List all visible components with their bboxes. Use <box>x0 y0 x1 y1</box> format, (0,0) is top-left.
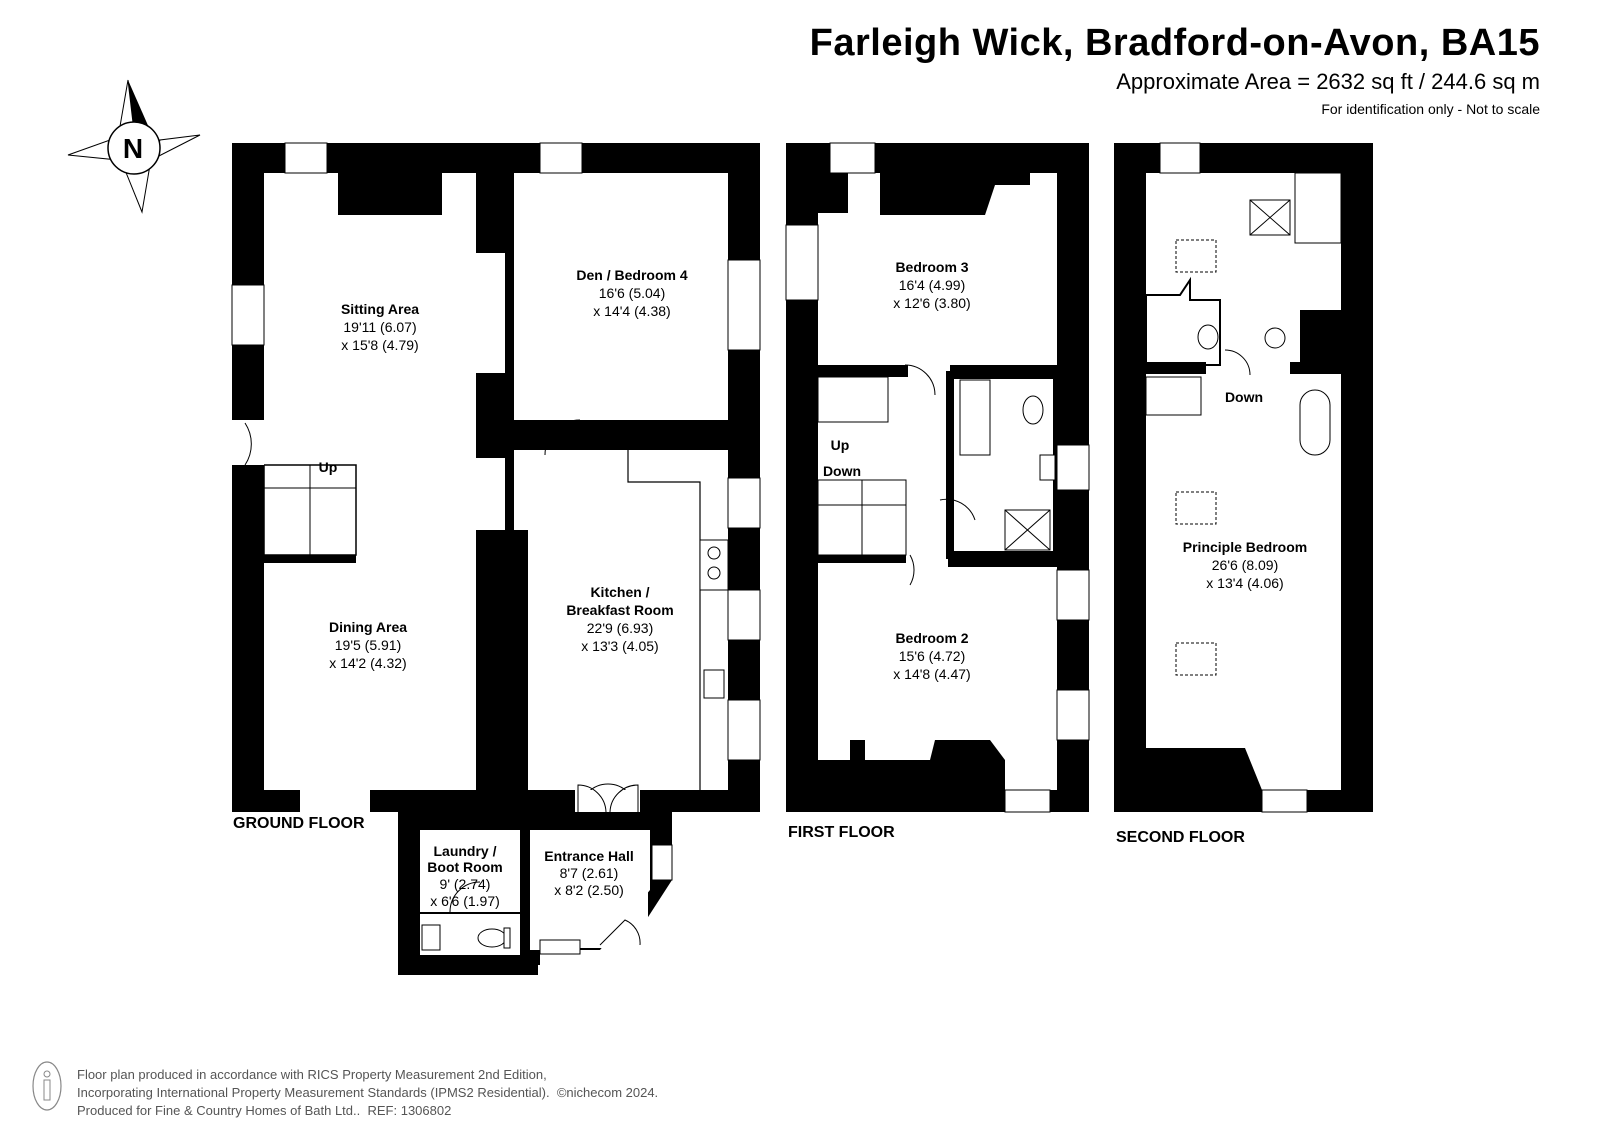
first-floor-plan <box>785 142 1090 813</box>
den-name: Den / Bedroom 4 <box>576 267 687 283</box>
first-floor-label: FIRST FLOOR <box>788 824 895 841</box>
laundry-dim1: 9' (2.74) <box>440 876 491 892</box>
principal-bedroom-dim1: 26'6 (8.09) <box>1212 557 1279 573</box>
compass-icon: N <box>67 79 201 214</box>
den-dim1: 16'6 (5.04) <box>599 285 666 301</box>
hall-dim1: 8'7 (2.61) <box>560 865 619 881</box>
page-title: Farleigh Wick, Bradford-on-Avon, BA15 <box>809 22 1540 64</box>
kitchen-dim1: 22'9 (6.93) <box>587 620 654 636</box>
first-stairs-down: Down <box>823 463 861 479</box>
second-floor-label: SECOND FLOOR <box>1116 829 1245 846</box>
area-summary: Approximate Area = 2632 sq ft / 244.6 sq… <box>1116 69 1540 94</box>
principal-bedroom-dim2: x 13'4 (4.06) <box>1206 575 1283 591</box>
hall-name: Entrance Hall <box>544 848 633 864</box>
ground-floor-label: GROUND FLOOR <box>233 815 365 832</box>
kitchen-name-2: Breakfast Room <box>566 602 673 618</box>
dining-area-dim1: 19'5 (5.91) <box>335 637 402 653</box>
ground-stairs-up: Up <box>319 459 338 475</box>
compass-letter: N <box>123 133 143 164</box>
laundry-dim2: x 6'6 (1.97) <box>430 893 500 909</box>
footer-line-1: Floor plan produced in accordance with R… <box>77 1067 547 1082</box>
footer-line-2: Incorporating International Property Mea… <box>77 1085 550 1100</box>
first-stairs-up: Up <box>831 437 850 453</box>
kitchen-dim2: x 13'3 (4.05) <box>581 638 658 654</box>
header: Farleigh Wick, Bradford-on-Avon, BA15 Ap… <box>810 22 1540 117</box>
bedroom-2-dim2: x 14'8 (4.47) <box>893 666 970 682</box>
sitting-area-name: Sitting Area <box>341 301 419 317</box>
footer: Floor plan produced in accordance with R… <box>77 1066 658 1120</box>
bedroom-2-dim1: 15'6 (4.72) <box>899 648 966 664</box>
principal-bedroom-name: Principle Bedroom <box>1183 539 1307 555</box>
bedroom-3-name: Bedroom 3 <box>895 259 968 275</box>
laundry-name-2: Boot Room <box>427 859 502 875</box>
second-floor-plan <box>1114 142 1373 813</box>
sitting-area-dim1: 19'11 (6.07) <box>343 319 416 335</box>
dining-area-dim2: x 14'2 (4.32) <box>329 655 406 671</box>
dining-area-name: Dining Area <box>329 619 407 635</box>
laundry-name-1: Laundry / <box>433 843 496 859</box>
footer-ref: REF: 1306802 <box>367 1103 452 1118</box>
footer-line-2-row: Incorporating International Property Mea… <box>77 1084 658 1102</box>
sitting-area-dim2: x 15'8 (4.79) <box>341 337 418 353</box>
disclaimer-note: For identification only - Not to scale <box>1321 101 1540 117</box>
den-dim2: x 14'4 (4.38) <box>593 303 670 319</box>
kitchen-name-1: Kitchen / <box>590 584 649 600</box>
footer-line-3-row: Produced for Fine & Country Homes of Bat… <box>77 1102 658 1120</box>
second-stairs-down: Down <box>1225 389 1263 405</box>
footer-copyright: ©nichecom 2024. <box>556 1085 659 1100</box>
bedroom-3-dim1: 16'4 (4.99) <box>899 277 966 293</box>
hall-dim2: x 8'2 (2.50) <box>554 882 624 898</box>
ground-floor-plan <box>231 142 761 975</box>
footer-line-3: Produced for Fine & Country Homes of Bat… <box>77 1103 361 1118</box>
bedroom-2-name: Bedroom 2 <box>895 630 968 646</box>
bedroom-3-dim2: x 12'6 (3.80) <box>893 295 970 311</box>
person-icon <box>32 1061 62 1111</box>
